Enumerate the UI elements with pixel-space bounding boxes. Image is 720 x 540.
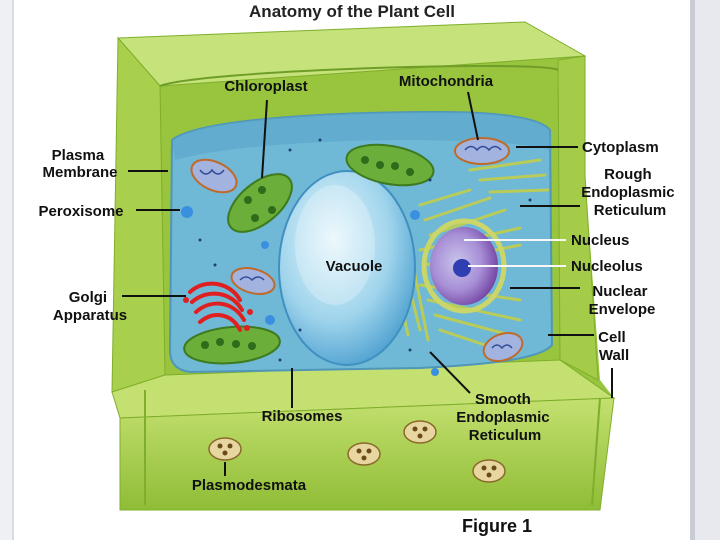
label-nucleus: Nucleus	[571, 232, 629, 249]
mitochondrion	[190, 158, 238, 194]
leader-lines	[122, 91, 613, 476]
peroxisome-group	[181, 206, 439, 376]
label-nucleolus: Nucleolus	[571, 258, 643, 275]
golgi-apparatus	[188, 281, 246, 332]
label-plasmodesmata: Plasmodesmata	[192, 477, 307, 494]
figure-caption: Figure 1	[462, 516, 533, 536]
mitochondria-group	[190, 137, 524, 363]
slide-frame-left	[0, 0, 14, 540]
label-chloroplast: Chloroplast	[224, 78, 307, 95]
vacuole	[278, 170, 416, 366]
labels: Chloroplast Mitochondria Cytoplasm Plasm…	[38, 73, 679, 494]
chloroplast	[227, 173, 293, 233]
mitochondrion	[230, 267, 276, 295]
mitochondrion	[454, 137, 510, 165]
nucleolus	[453, 259, 471, 277]
diagram-title: Anatomy of the Plant Cell	[249, 2, 455, 21]
label-smooth-er: Smooth Endoplasmic Reticulum	[456, 391, 554, 444]
plasmodesmata-pits	[208, 420, 506, 483]
label-nuclear-envelope: Nuclear Envelope	[589, 283, 656, 318]
label-golgi-apparatus: Golgi Apparatus	[53, 289, 127, 324]
label-cell-wall: Cell Wall	[598, 329, 630, 364]
peroxisome	[181, 206, 193, 218]
label-vacuole: Vacuole	[326, 258, 383, 275]
label-peroxisome: Peroxisome	[38, 203, 123, 220]
label-cytoplasm: Cytoplasm	[582, 139, 659, 156]
label-rough-er: Rough Endoplasmic Reticulum	[581, 166, 679, 219]
slide-frame-right	[690, 0, 720, 540]
chloroplast	[183, 325, 281, 365]
label-mitochondria: Mitochondria	[399, 73, 494, 90]
label-ribosomes: Ribosomes	[262, 408, 343, 425]
label-plasma-membrane: Plasma Membrane	[42, 147, 117, 181]
chloroplast-group	[183, 143, 435, 365]
